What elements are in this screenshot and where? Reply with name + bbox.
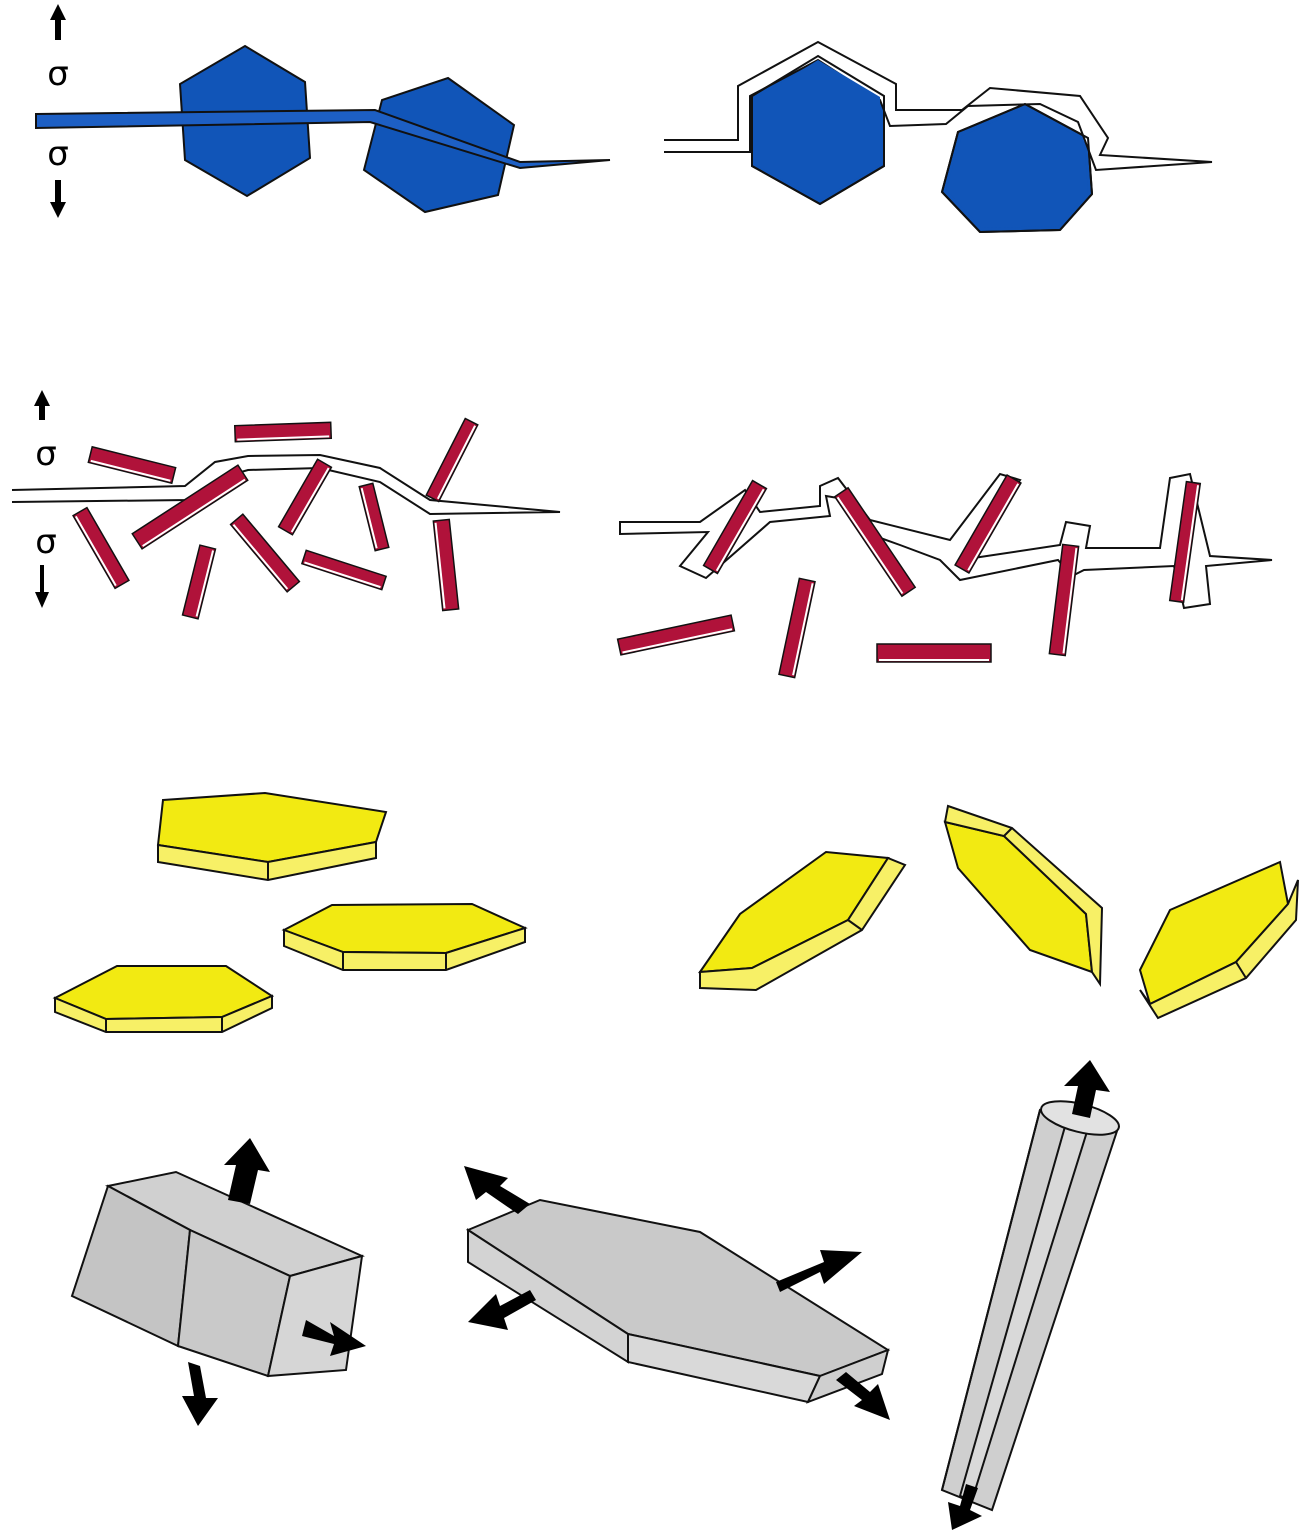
platelet: [52, 965, 275, 1033]
stress-label-top: σ: [35, 434, 57, 474]
rod-reinforcement: [432, 518, 460, 612]
rod-reinforcement: [181, 544, 217, 620]
platelet: [943, 804, 1104, 988]
rod-reinforcement: [833, 486, 917, 598]
growth-arrow-icon: [836, 1372, 890, 1420]
rod-reinforcement: [778, 577, 816, 679]
growth-arrow-icon: [1064, 1060, 1110, 1118]
hexagon-grain: [362, 76, 516, 214]
rod-reinforcement: [72, 506, 130, 590]
rod-reinforcement: [229, 513, 301, 593]
stress-arrow-up-icon: [34, 390, 50, 420]
rod-reinforcement: [616, 614, 736, 656]
stress-arrow-down-icon: [35, 565, 49, 608]
panel-platelets-random: [697, 804, 1299, 1020]
rod-reinforcement: [954, 473, 1022, 575]
rod-reinforcement: [87, 445, 177, 485]
stress-arrow-up-icon: [50, 4, 66, 40]
growth-arrow-icon: [302, 1320, 366, 1356]
panel-crystal-platelet: [464, 1166, 891, 1420]
crack-path: [35, 108, 611, 170]
rod-reinforcement: [131, 464, 249, 550]
rod-reinforcement: [876, 643, 992, 663]
platelet: [156, 791, 388, 882]
rod-reinforcement: [233, 421, 333, 443]
growth-arrow-icon: [182, 1362, 218, 1426]
panel-crystal-equiaxed: [70, 1138, 366, 1426]
growth-arrow-icon: [468, 1290, 536, 1330]
panel-hexagon-transgranular: σ σ: [35, 4, 611, 218]
rod-reinforcement: [425, 417, 479, 503]
panel-rods-pullout: [616, 472, 1273, 679]
platelet: [1138, 860, 1299, 1020]
rod-reinforcement: [702, 479, 768, 575]
growth-arrow-icon: [224, 1138, 270, 1204]
rod-reinforcement: [300, 549, 388, 591]
rod-reinforcement: [358, 482, 390, 552]
rod-reinforcement: [1168, 480, 1202, 604]
stress-arrow-down-icon: [50, 180, 66, 218]
stress-label-bottom: σ: [47, 134, 69, 174]
stress-label-top: σ: [47, 54, 69, 94]
growth-arrow-icon: [948, 1484, 982, 1530]
crack-path: [664, 40, 1213, 172]
rod-reinforcement: [277, 458, 333, 536]
platelet: [281, 902, 528, 971]
platelet: [697, 850, 907, 992]
stress-label-bottom: σ: [35, 522, 57, 562]
panel-hexagon-intergranular: [664, 40, 1213, 234]
panel-crystal-needle: [940, 1060, 1120, 1530]
panel-rods-bridging: σ σ: [11, 390, 561, 620]
rod-reinforcement: [1048, 543, 1080, 657]
panel-platelets-aligned: [52, 791, 528, 1033]
growth-arrow-icon: [464, 1166, 530, 1214]
growth-arrow-icon: [776, 1250, 862, 1292]
